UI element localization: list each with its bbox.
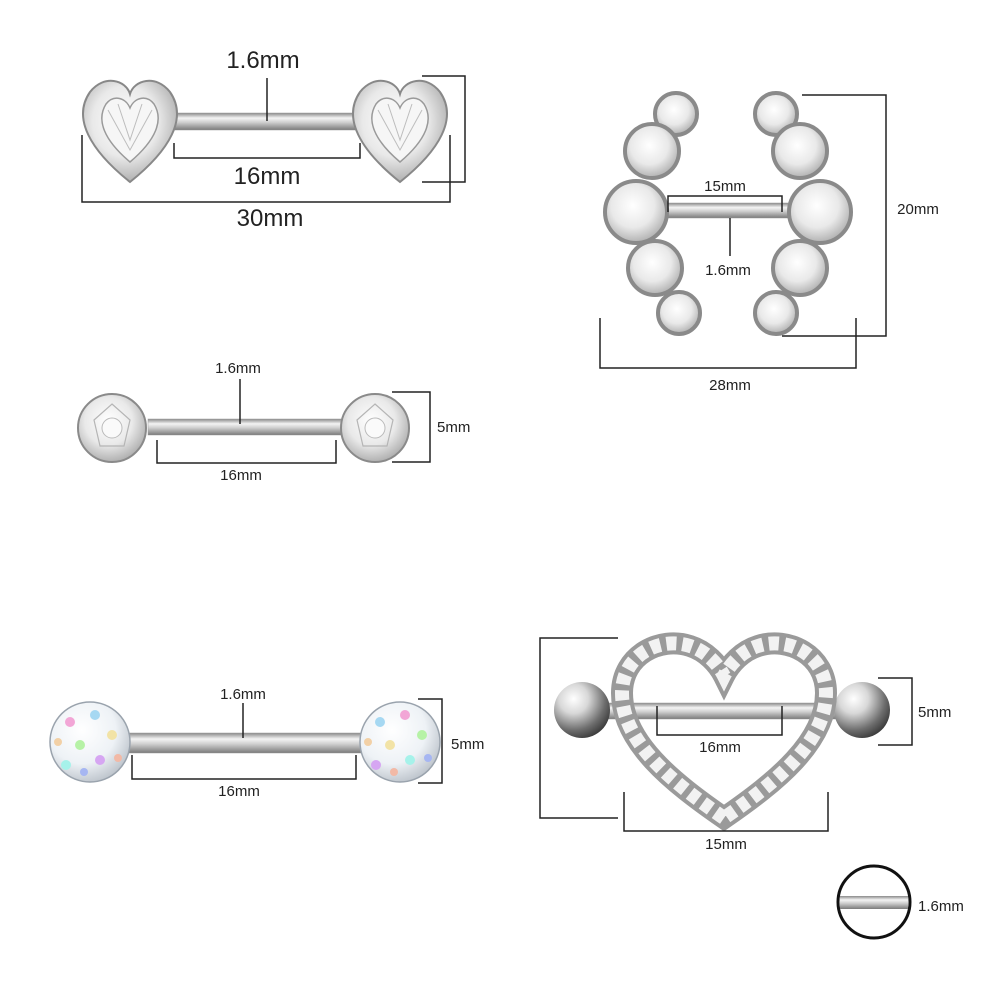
right-ball [834,682,890,738]
ab-crystal-ball-barbell: 1.6mm 16mm 5mm [49,686,484,800]
right-bubble-stones [753,91,853,336]
inner-length-label: 15mm [704,178,746,195]
left-heart-gem [82,80,178,184]
bar-length-label: 16mm [699,739,741,756]
bar-diameter-label: 1.6mm [705,262,751,279]
left-bubble-stones [603,91,702,336]
bar-length-label: 16mm [218,783,260,800]
heart-shield-frame [610,632,838,832]
round-cz-barbell: 1.6mm 16mm 5mm [77,360,470,484]
dimension-lines [156,379,431,464]
dimension-lines [599,94,887,369]
gauge-bar [840,896,908,909]
bar-length-label: 16mm [234,163,301,190]
total-width-label: 30mm [237,205,304,232]
gauge-label: 1.6mm [918,898,964,915]
barbell-bar [147,418,347,436]
height-label: 20mm [897,201,939,218]
right-cz-gem [340,393,410,463]
dimension-lines [131,698,443,784]
right-ab-crystal-ball [359,701,441,783]
left-ab-crystal-ball [49,701,131,783]
bar-diameter-label: 1.6mm [226,47,299,74]
gem-size-label: 5mm [451,736,484,753]
left-ball [554,682,610,738]
gauge-detail: 1.6mm [836,864,964,940]
heart-shield-barbell: 16mm 15mm 5mm [539,632,951,853]
dimension-lines [81,75,466,203]
left-cz-gem [77,393,147,463]
ball-size-label: 5mm [918,704,951,721]
dimension-lines [539,637,913,832]
bubble-arc-shield: 15mm 1.6mm 20mm 28mm [599,91,939,394]
bar-length-label: 16mm [220,467,262,484]
bar-diameter-label: 1.6mm [220,686,266,703]
width-label: 28mm [709,377,751,394]
barbell-bar [127,732,364,754]
heart-barbell: 1.6mm 16mm 30mm [81,47,466,232]
shield-width-label: 15mm [705,836,747,853]
bar-diameter-label: 1.6mm [215,360,261,377]
shield-bar [659,202,789,219]
gem-size-label: 5mm [437,419,470,436]
right-heart-gem [352,80,448,184]
